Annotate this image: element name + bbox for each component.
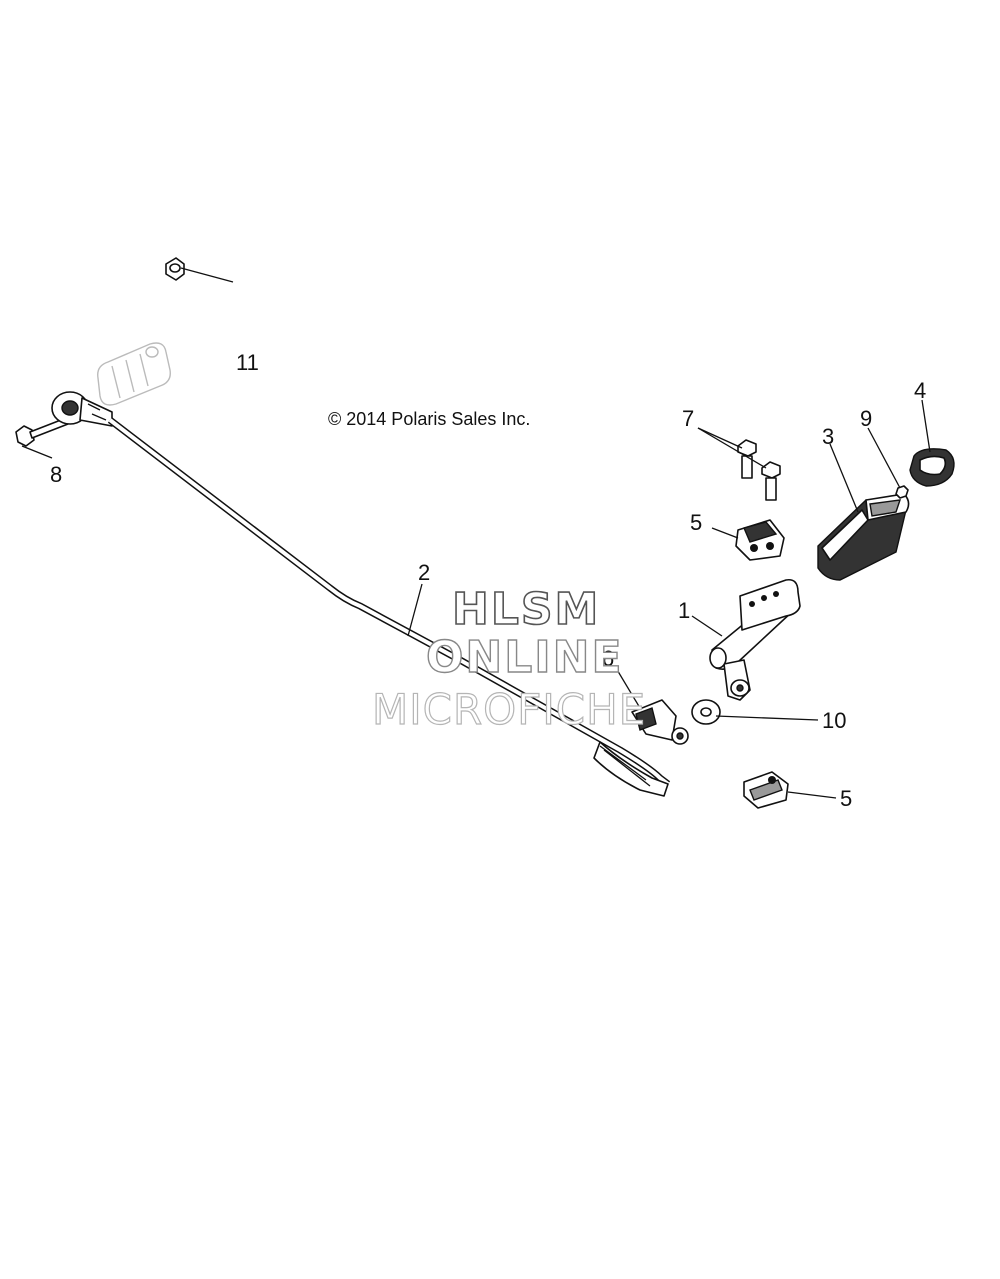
callout-3: 3 xyxy=(822,424,834,449)
callout-9: 9 xyxy=(860,406,872,431)
callout-10: 10 xyxy=(822,708,846,733)
callout-6: 6 xyxy=(602,646,614,671)
rod-end-part xyxy=(51,391,113,427)
shift-rod-part xyxy=(107,417,671,797)
shift-lever-part xyxy=(709,578,801,701)
bolt-part xyxy=(15,417,69,447)
callout-2: 2 xyxy=(418,560,430,585)
leader-lines xyxy=(21,267,931,799)
copyright-text: © 2014 Polaris Sales Inc. xyxy=(328,409,530,429)
callout-5-upper: 5 xyxy=(690,510,702,535)
callout-8: 8 xyxy=(50,462,62,487)
watermark-line-3: MICROFICHE xyxy=(372,685,646,734)
washer-part xyxy=(691,699,721,725)
callout-1: 1 xyxy=(678,598,690,623)
callout-11: 11 xyxy=(236,350,259,375)
knob-cap-part xyxy=(909,448,955,487)
callout-4: 4 xyxy=(914,378,926,403)
bushing-upper-part xyxy=(735,519,785,561)
clip-part xyxy=(631,699,689,745)
watermark-line-1: HLSM xyxy=(452,584,600,635)
screw-part xyxy=(895,485,909,499)
rubber-boot-part xyxy=(97,342,171,406)
watermark: HLSM ONLINE MICROFICHE xyxy=(371,583,646,734)
shift-knob-boot-part xyxy=(817,493,910,581)
callout-7: 7 xyxy=(682,406,694,431)
bolts-part xyxy=(737,439,781,501)
watermark-line-2: ONLINE xyxy=(426,632,624,683)
bushing-lower-part xyxy=(743,771,789,809)
nut-part xyxy=(165,257,185,281)
callout-5-lower: 5 xyxy=(840,786,852,811)
